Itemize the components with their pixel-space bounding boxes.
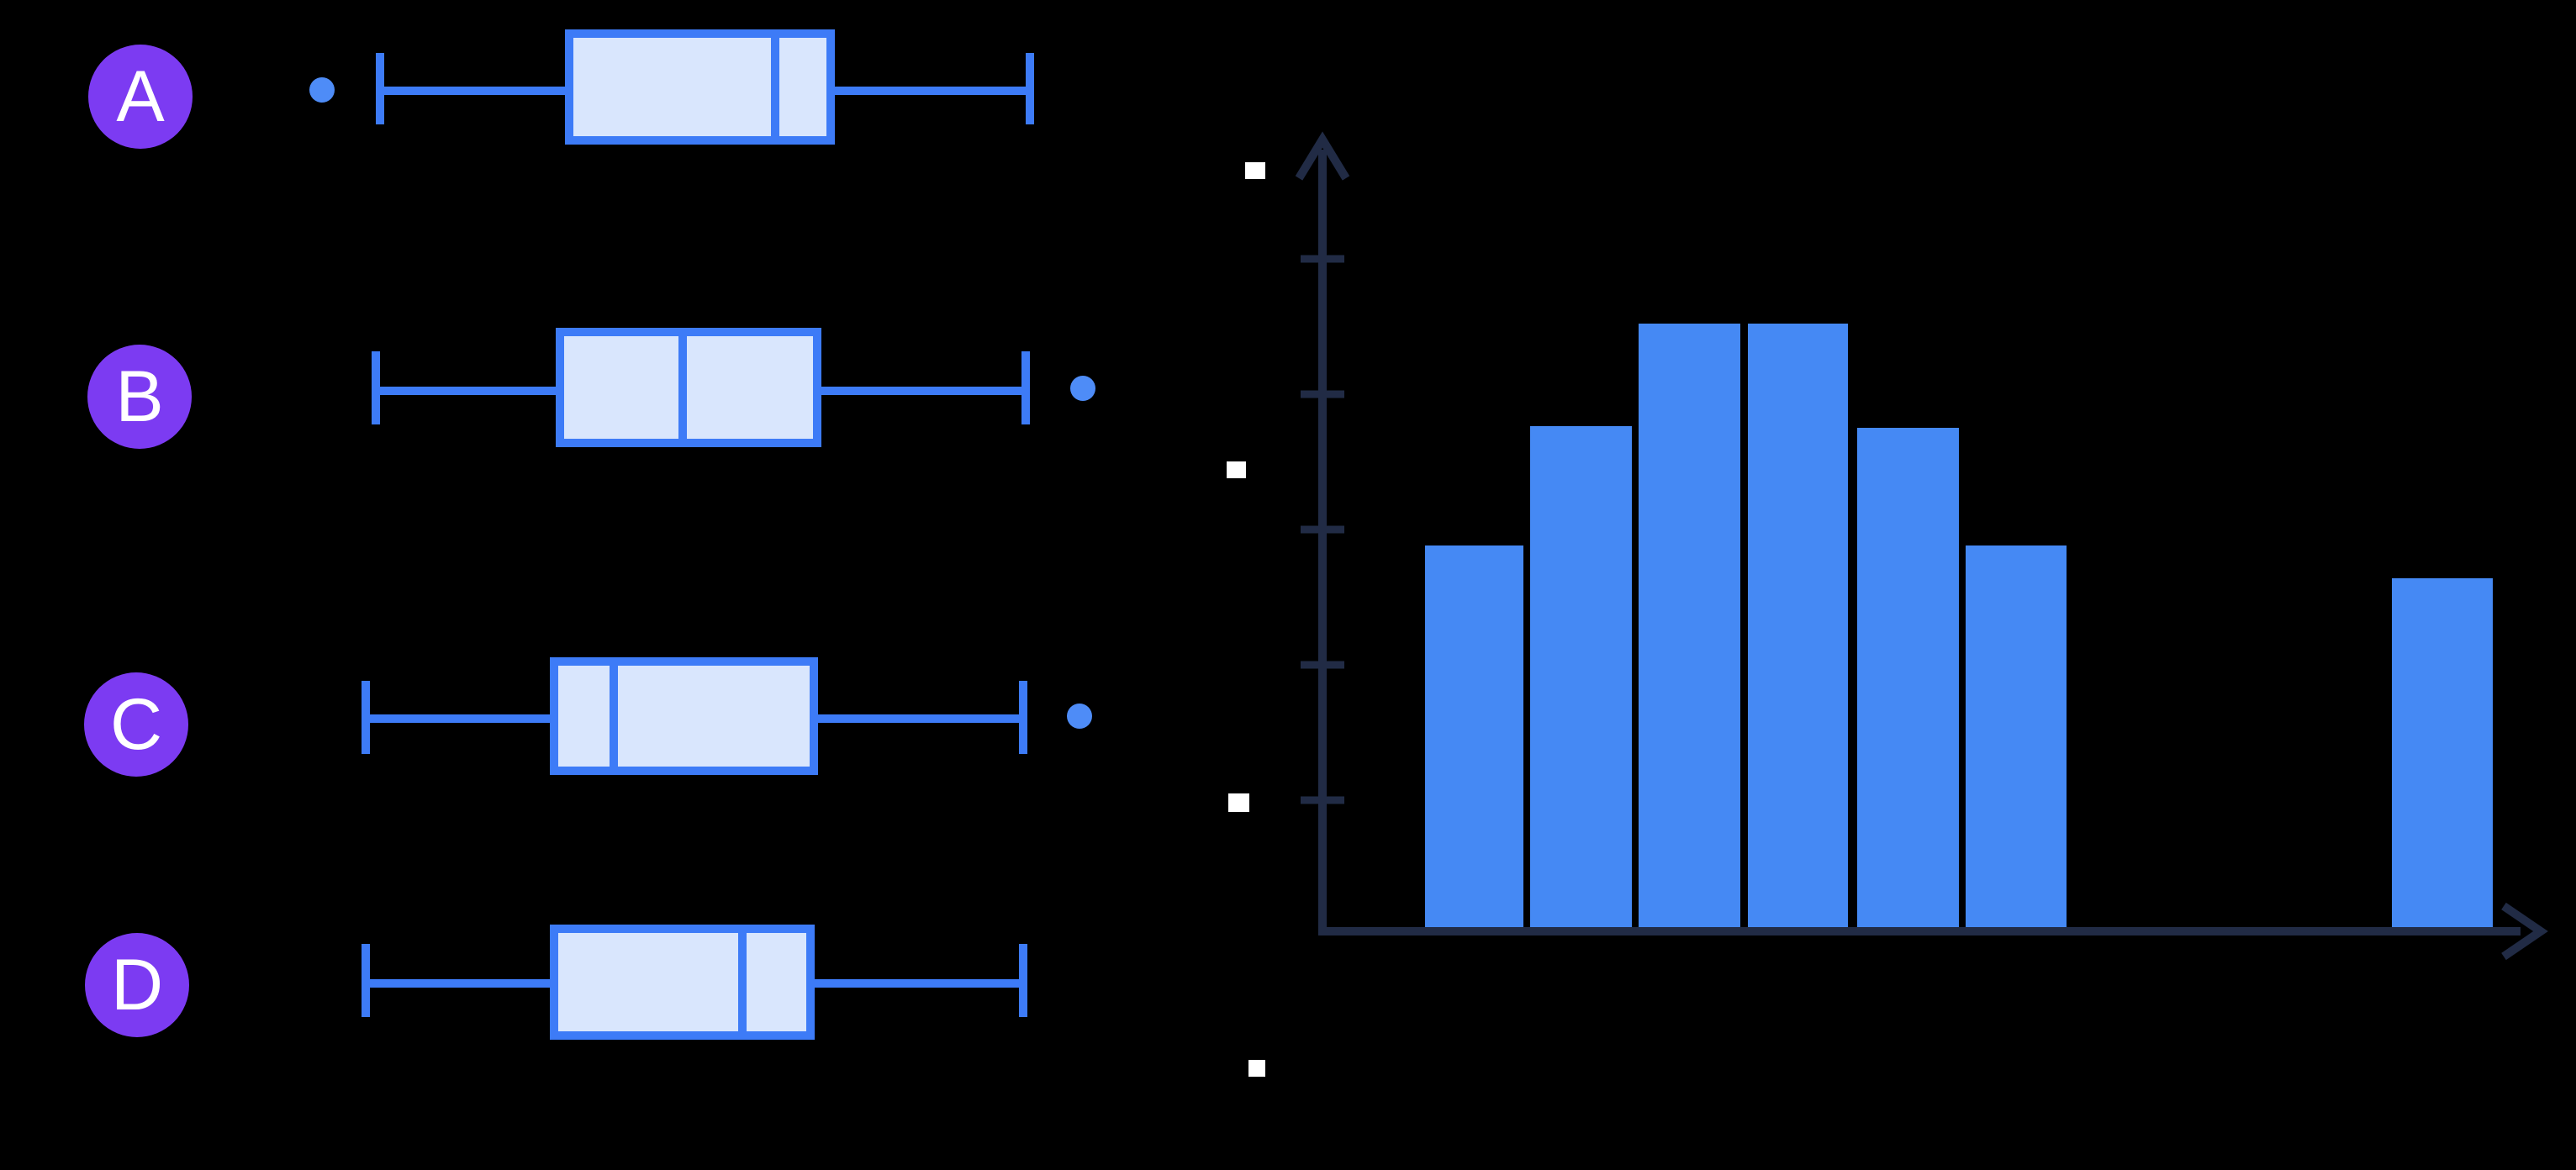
iqr-box (556, 328, 821, 447)
hist-bar-1 (1425, 545, 1523, 931)
iqr-box (565, 29, 835, 145)
row-badge (87, 345, 192, 449)
row-badge (85, 933, 189, 1037)
hist-bar-5 (1857, 428, 1959, 931)
axis-label-placeholder (1227, 461, 1246, 478)
iqr-box (550, 657, 818, 775)
hist-bar-2 (1530, 426, 1632, 931)
boxplot-row-a: A (88, 29, 1034, 149)
boxplot-row-c: C (84, 657, 1092, 777)
row-badge-letter: A (116, 56, 165, 137)
row-badge-letter: C (110, 684, 162, 765)
axis-label-placeholder (1228, 793, 1249, 812)
histogram (1227, 131, 2548, 1077)
outlier-dot (1067, 704, 1092, 729)
hist-bar-3 (1639, 324, 1740, 931)
boxplot-row-b: B (87, 328, 1095, 449)
row-badge (84, 672, 188, 777)
hist-bar-4 (1748, 324, 1848, 931)
x-axis-arrowhead (2501, 902, 2548, 961)
y-axis-arrowhead (1295, 131, 1350, 181)
outlier-dot (309, 77, 335, 103)
row-badge-letter: B (115, 356, 163, 437)
outlier-dot (1070, 376, 1095, 401)
row-badge (88, 45, 193, 149)
hist-bar-6 (1966, 545, 2067, 931)
row-badge-letter: D (111, 945, 163, 1025)
iqr-box (550, 925, 815, 1040)
axis-label-placeholder (1248, 1060, 1265, 1077)
axis-label-placeholder (1245, 162, 1265, 179)
hist-bar-7 (2392, 578, 2493, 931)
boxplot-row-d: D (85, 925, 1027, 1040)
